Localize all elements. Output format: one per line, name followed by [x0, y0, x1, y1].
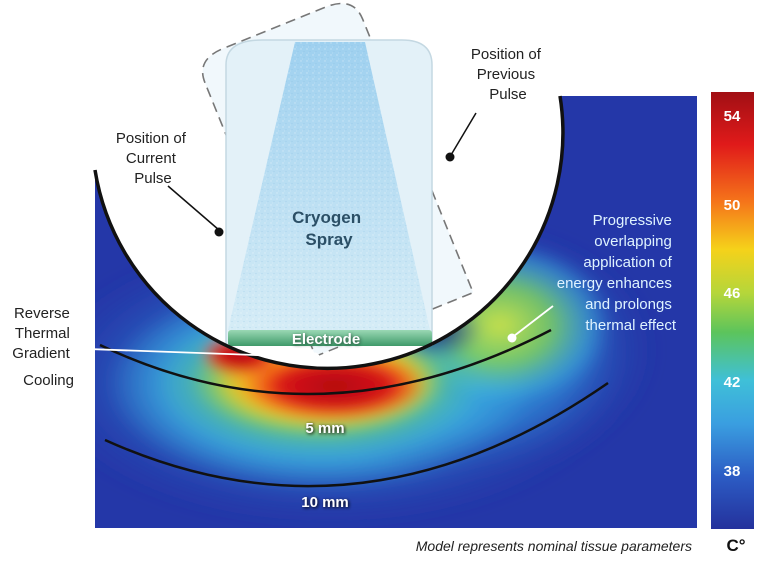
colorbar-tick-54: 54	[724, 108, 741, 125]
previous-pulse-marker	[445, 152, 455, 162]
cooling-marker	[310, 352, 320, 362]
label-previous-pulse: Position of Previous Pulse	[471, 46, 545, 103]
depth-line-10mm	[104, 381, 609, 488]
electrode-plate	[228, 330, 432, 346]
temperature-colorbar: 54 50 46 42 38	[711, 92, 754, 529]
colorbar-unit: C°	[726, 536, 746, 555]
colorbar-tick-42: 42	[724, 374, 741, 391]
label-10mm: 10 mm	[301, 494, 349, 511]
colorbar-tick-50: 50	[724, 197, 741, 214]
label-10mm-shadow: 10 mm	[302, 495, 350, 512]
label-cryogen-spray: Cryogen Spray	[292, 208, 366, 249]
label-5mm: 5 mm	[305, 420, 344, 437]
label-current-pulse: Position of Current Pulse	[116, 130, 190, 187]
depth-line-5mm	[99, 328, 552, 396]
label-electrode: Electrode	[293, 332, 361, 349]
label-reverse-thermal: Reverse Thermal Gradient Cooling	[12, 305, 74, 389]
label-electrode-text: Electrode	[292, 331, 360, 348]
overlap-marker	[507, 333, 517, 343]
current-pulse-marker	[214, 227, 224, 237]
label-progressive: Progressive overlapping application of e…	[557, 212, 677, 334]
model-caption: Model represents nominal tissue paramete…	[415, 538, 692, 554]
label-5mm-shadow: 5 mm	[306, 421, 345, 438]
leader-lines	[59, 112, 554, 362]
electrode-handpiece	[225, 39, 433, 346]
colorbar-tick-38: 38	[724, 463, 741, 480]
tissue-surface-arc	[93, 95, 565, 371]
colorbar-tick-46: 46	[724, 285, 741, 302]
